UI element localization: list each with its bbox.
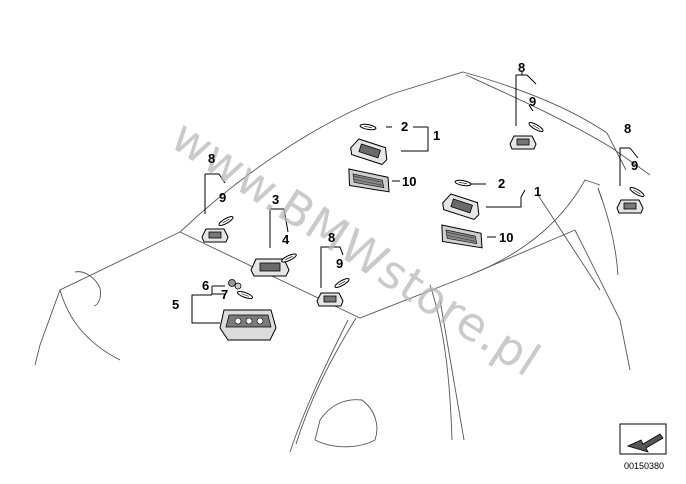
drawing-number: 00150380	[624, 461, 664, 471]
part-bulb-9-left	[217, 214, 235, 228]
callout-labels: 8 9 2 1 10 8 9 8 9 3 4 2 1 10 8 9 6 7 5	[172, 60, 638, 312]
callout-10-middle: 10	[499, 230, 513, 245]
part-bulb-2-middle	[454, 178, 472, 188]
callout-8-left: 8	[208, 151, 215, 166]
callout-9-far-right: 9	[631, 158, 638, 173]
callout-5: 5	[172, 297, 179, 312]
part-bulb-9-rear-right	[527, 120, 545, 134]
part-bulb-9-far-right	[628, 185, 646, 199]
part-console-5	[219, 309, 277, 341]
part-lamp-8-far-right	[616, 199, 644, 214]
callout-10-front: 10	[402, 174, 416, 189]
part-frame-10-middle	[438, 224, 486, 251]
part-lamp-8-center	[316, 292, 344, 307]
callout-1-front: 1	[433, 128, 440, 143]
part-lamp-8-rear-right	[509, 135, 537, 150]
part-bulb-6	[228, 279, 242, 290]
callout-4-center: 4	[282, 232, 290, 247]
part-lamp-1-middle	[440, 191, 483, 221]
part-bulb-4-center	[280, 251, 298, 265]
part-lamp-1-front	[348, 136, 391, 166]
callout-3-center: 3	[272, 192, 279, 207]
part-bulb-9-center	[333, 276, 351, 290]
callout-8-rear-right: 8	[518, 60, 525, 75]
callout-2-middle: 2	[498, 176, 505, 191]
callout-8-center: 8	[328, 230, 335, 245]
callout-8-far-right: 8	[624, 121, 631, 136]
callout-9-rear-right: 9	[529, 94, 536, 109]
callout-2-front: 2	[401, 119, 408, 134]
part-bulb-2-front	[359, 122, 377, 132]
callout-1-middle: 1	[534, 184, 541, 199]
callout-7: 7	[221, 287, 228, 302]
callout-9-center: 9	[336, 256, 343, 271]
arrow-icon	[619, 423, 667, 455]
callout-6: 6	[202, 278, 209, 293]
part-lamp-8-left	[201, 228, 229, 243]
callout-9-left: 9	[219, 190, 226, 205]
part-bulb-7	[236, 289, 254, 301]
leader-lines	[191, 72, 639, 324]
part-frame-10-front	[345, 168, 393, 195]
